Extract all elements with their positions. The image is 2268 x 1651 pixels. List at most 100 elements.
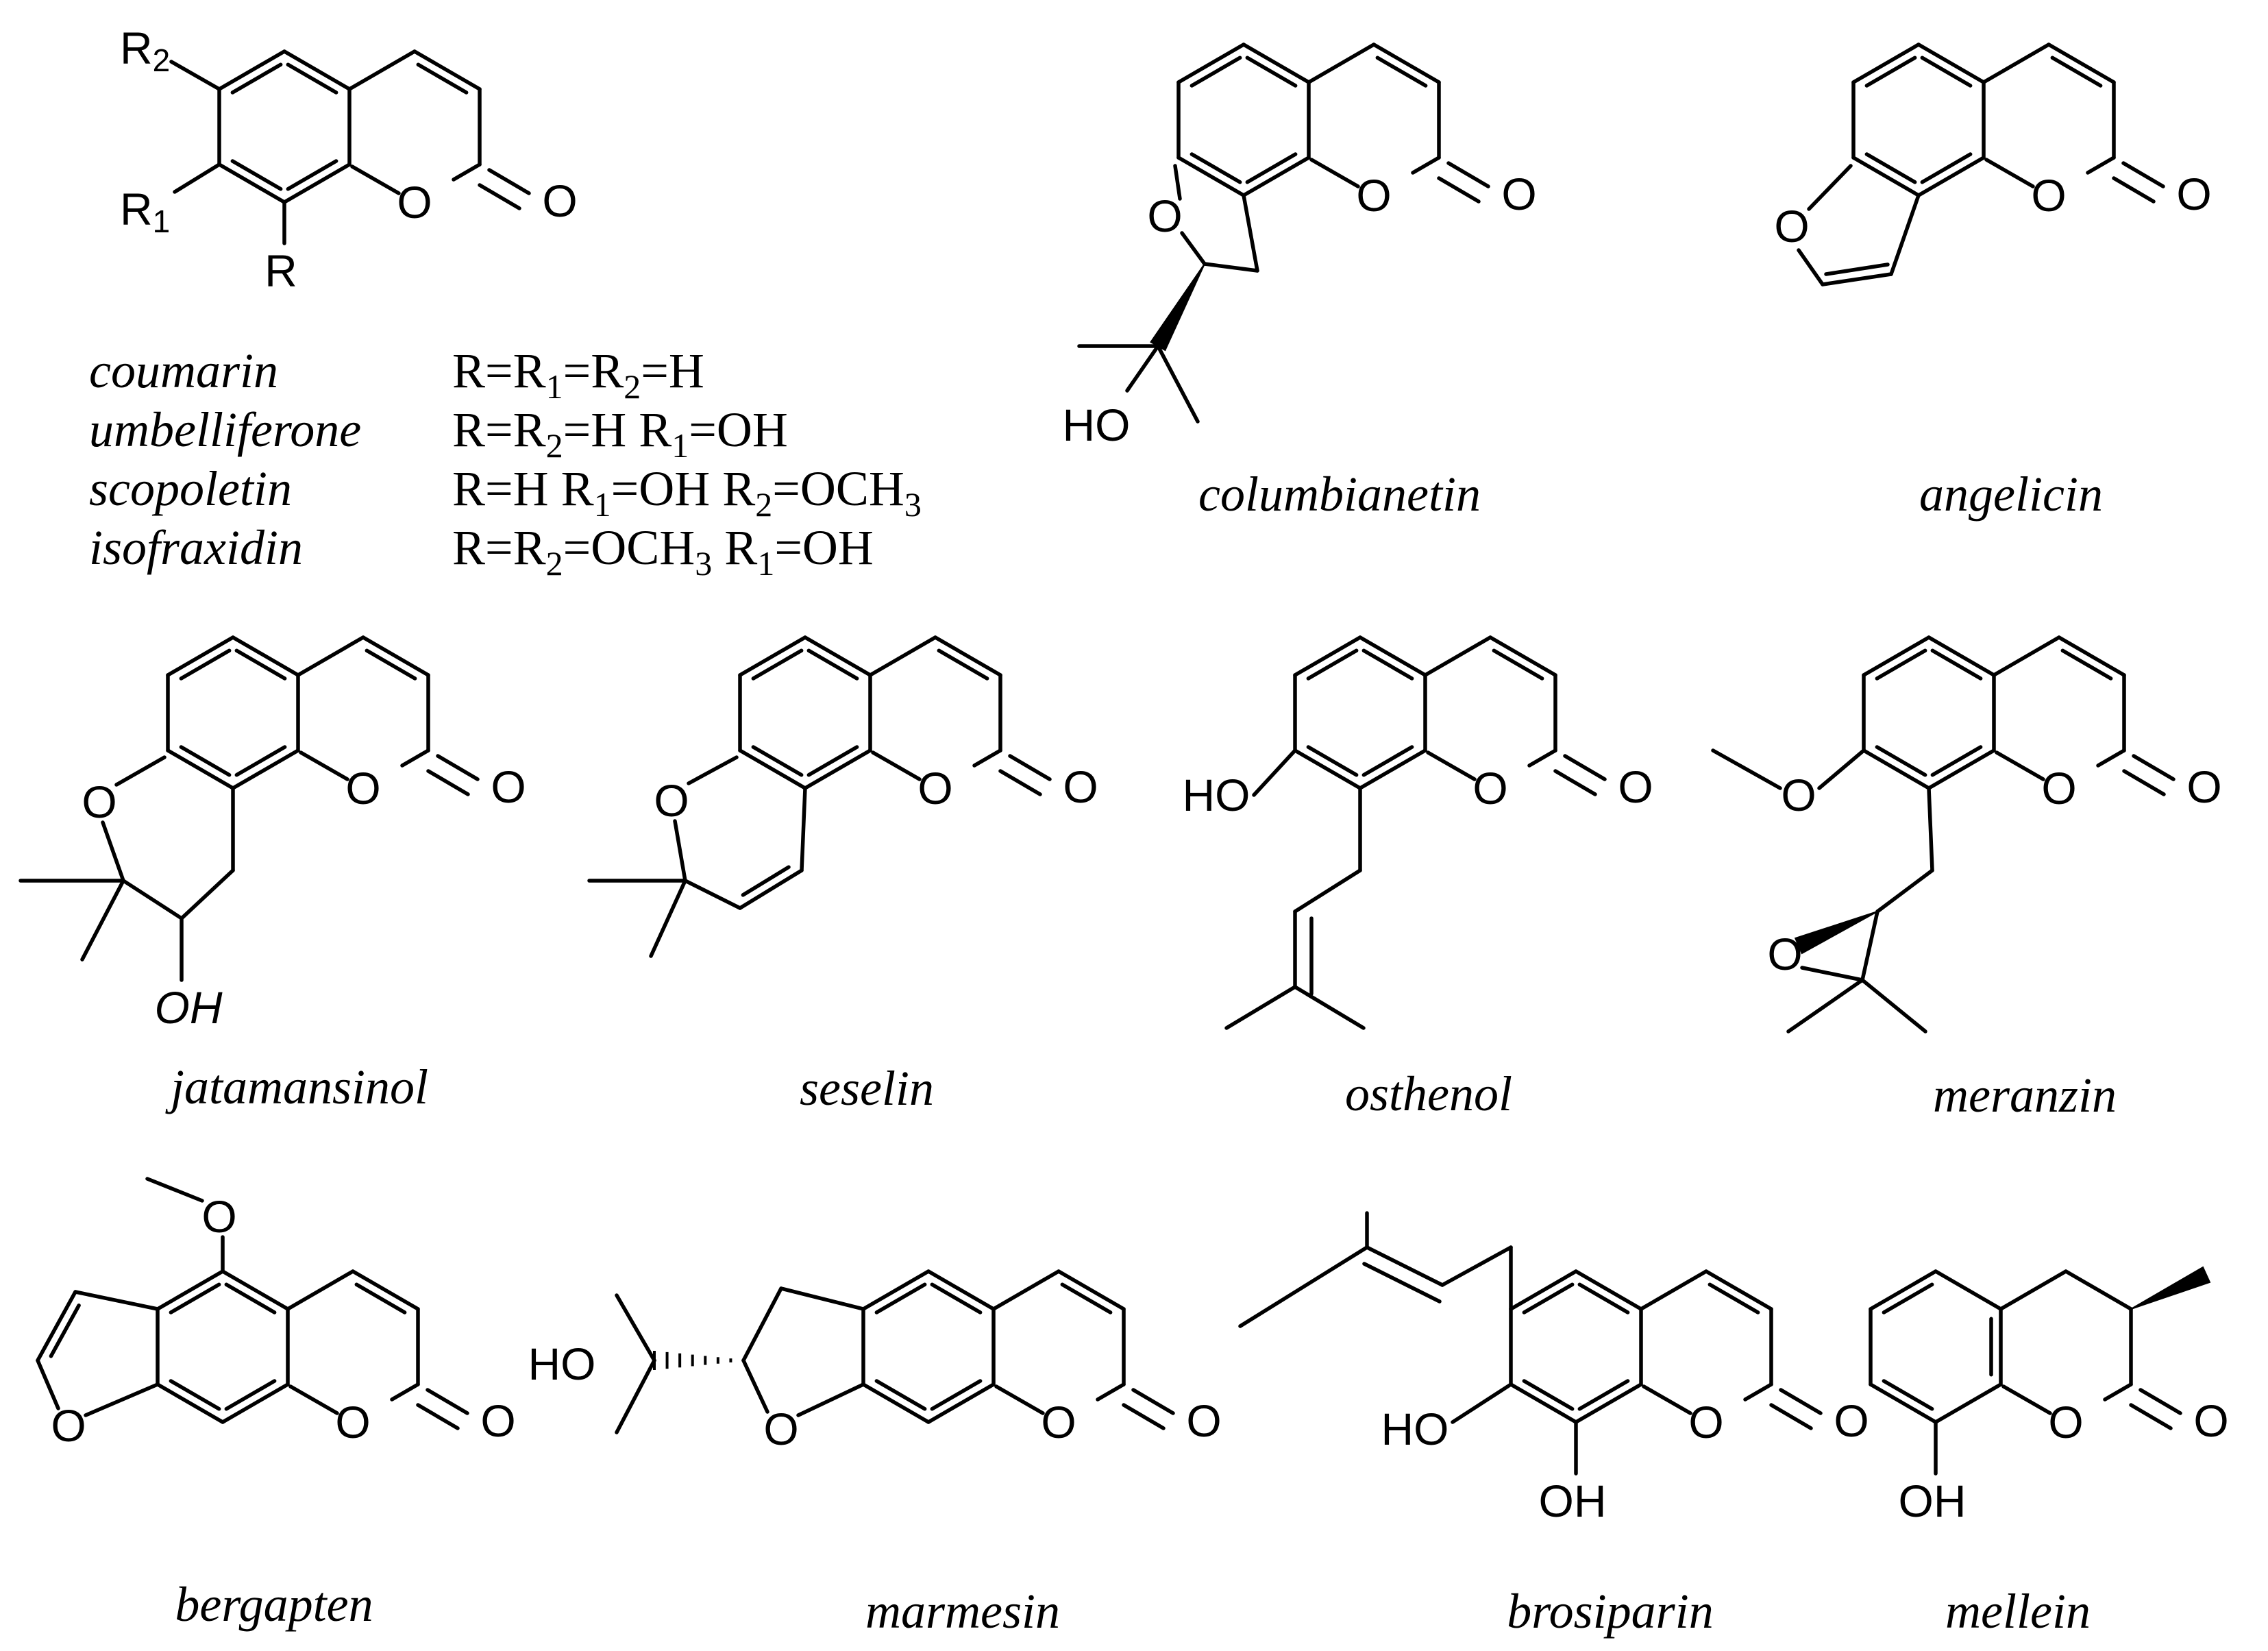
- double-bond-inner-line: [1882, 1379, 1934, 1411]
- hydroxyl-bond: [1252, 748, 1297, 797]
- furan-oxygen-atom: O: [1774, 201, 1809, 252]
- double-bond-inner-line: [2050, 56, 2103, 88]
- ring-bond: [1309, 158, 1360, 188]
- ring-bond: [1574, 1382, 1643, 1424]
- methoxy-bond: [1817, 748, 1866, 790]
- ring-bond: [933, 635, 1002, 677]
- carbonyl-bond: [487, 168, 531, 195]
- double-bond-inner-line: [806, 648, 859, 681]
- ring-bond: [221, 1382, 290, 1424]
- substituent-bond-r1: [173, 162, 221, 194]
- hydroxyl-label: HO: [1063, 400, 1131, 450]
- compound-name-bergapten: bergapten: [175, 1577, 373, 1632]
- ring-bond: [1574, 1269, 1643, 1311]
- pyran-ring-bond: [673, 819, 687, 883]
- double-bond-inner-line: [1882, 1282, 1934, 1314]
- pyran-oxygen-atom: O: [82, 776, 116, 827]
- ring-bond: [1307, 42, 1376, 84]
- ring-bond: [1862, 748, 1931, 790]
- methyl-bond: [1156, 344, 1200, 424]
- ring-bond: [861, 1269, 930, 1311]
- ring-bond: [803, 635, 872, 677]
- ring-bond: [2096, 748, 2126, 768]
- double-bond-inner-line: [930, 1379, 983, 1411]
- substituent-bond-r2: [169, 60, 221, 91]
- hydroxyl-bond: [1125, 344, 1160, 393]
- double-bond-inner-line: [874, 1282, 927, 1314]
- carbonyl-bond: [426, 769, 470, 796]
- compound-name-meranzin: meranzin: [1933, 1068, 2117, 1123]
- ring-bond: [2086, 156, 2116, 175]
- double-bond-inner-line: [1920, 152, 1973, 184]
- furan-ring-bond: [796, 1382, 865, 1417]
- compound-name-osthenol: osthenol: [1345, 1066, 1512, 1121]
- double-bond-inner-line: [354, 1282, 407, 1314]
- ring-bond: [351, 1269, 420, 1311]
- ring-oxygen-atom: O: [1356, 170, 1391, 221]
- furan-ring-bond: [1242, 193, 1259, 273]
- double-bond-inner-line: [1375, 56, 1428, 88]
- double-bond-inner-line: [751, 648, 804, 681]
- carbonyl-bond: [998, 769, 1042, 796]
- ring-oxygen-atom: O: [2041, 763, 2076, 814]
- ring-oxygen-atom: O: [1472, 763, 1507, 814]
- double-bond-inner-line: [1864, 152, 1917, 184]
- ring-bond: [1992, 635, 2061, 677]
- ring-bond: [1916, 42, 1986, 84]
- table-compound-name: umbelliferone: [89, 402, 361, 457]
- ring-bond: [1293, 748, 1362, 790]
- methyl-bond: [1860, 978, 1927, 1034]
- carbonyl-oxygen-atom: O: [2176, 169, 2211, 219]
- methyl-bond: [615, 1293, 656, 1362]
- double-bond-inner-line: [1060, 1282, 1113, 1314]
- side-chain-bond: [1875, 868, 1934, 914]
- carbonyl-bond: [1446, 161, 1490, 188]
- ring-bond: [231, 748, 300, 790]
- double-bond-inner-line: [1190, 152, 1242, 184]
- ring-bond: [2001, 1384, 2052, 1415]
- double-bond-inner-line: [937, 648, 989, 681]
- methyl-bond: [1711, 748, 1782, 790]
- double-bond-inner-line: [1245, 56, 1298, 88]
- ring-bond: [1411, 156, 1441, 175]
- double-bond-inner-line: [806, 745, 859, 777]
- double-bond-inner-line: [1245, 152, 1298, 184]
- ring-bond: [1242, 156, 1311, 197]
- wedge-bond: [1150, 263, 1205, 352]
- furan-oxygen-atom: O: [1147, 191, 1182, 241]
- carbonyl-bond: [478, 183, 521, 210]
- ring-bond: [1869, 1382, 1938, 1424]
- ring-bond: [1869, 1269, 1938, 1311]
- ring-oxygen-atom: O: [917, 763, 952, 814]
- double-bond-inner-line: [1522, 1379, 1575, 1411]
- table-compound-name: scopoletin: [89, 461, 292, 516]
- ring-bond: [347, 49, 417, 91]
- epoxide-bond: [1800, 966, 1864, 982]
- pyran-ring-bond: [101, 820, 125, 883]
- ring-bond: [282, 49, 352, 91]
- ring-bond: [1934, 1269, 2003, 1311]
- furan-ring-bond: [1807, 164, 1853, 211]
- furan-ring-bond: [73, 1290, 160, 1311]
- double-bond-inner-line: [1492, 648, 1544, 681]
- double-bond-inner-line: [1930, 648, 1983, 681]
- ring-bond: [861, 1382, 930, 1424]
- pyran-ring-bond: [687, 755, 739, 785]
- double-bond-inner-line: [1361, 648, 1414, 681]
- ring-bond: [1999, 1269, 2068, 1311]
- carbonyl-bond: [1769, 1403, 1813, 1430]
- carbonyl-bond: [416, 1403, 460, 1430]
- methyl-bond: [1224, 985, 1297, 1030]
- ring-bond: [1057, 1269, 1126, 1311]
- furan-oxygen-atom: O: [51, 1400, 86, 1451]
- ring-bond: [2057, 635, 2126, 677]
- furan-oxygen-atom: O: [763, 1404, 798, 1454]
- prenyl-bond: [1293, 868, 1362, 914]
- side-chain-bond: [1927, 786, 1934, 872]
- r2-group-label: R2: [120, 23, 170, 78]
- double-bond-inner-line: [1190, 56, 1242, 88]
- furan-ring-bond: [84, 1382, 160, 1417]
